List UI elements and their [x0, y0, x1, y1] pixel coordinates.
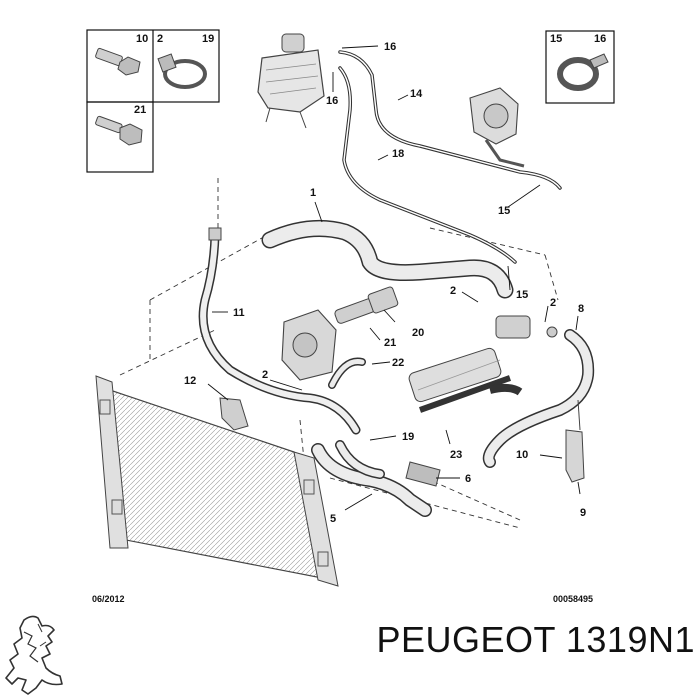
hose-11: [198, 227, 361, 435]
hose-5: [311, 440, 432, 517]
bracket-6: [405, 461, 441, 487]
callout-10: 10: [516, 449, 528, 461]
callout-5: 5: [330, 513, 336, 525]
bolt-icon: [95, 47, 141, 76]
callout-15: 15: [550, 33, 562, 45]
callout-16-top: 16: [384, 41, 396, 53]
spring-clamp-icon: [557, 53, 609, 91]
peugeot-lion-icon: [5, 615, 63, 695]
diagram-number: 00058495: [553, 594, 593, 604]
callout-16: 16: [594, 33, 606, 45]
radiator: [95, 375, 339, 587]
callout-15-upper: 15: [498, 205, 510, 217]
hose-8: [482, 329, 595, 468]
clamp-legend-box: 15 16: [545, 30, 615, 104]
part-number: 1319N1: [565, 619, 695, 660]
hose-1: [261, 219, 514, 299]
expansion-tank: [257, 33, 325, 129]
callout-19: 19: [402, 431, 414, 443]
callout-23: 23: [450, 449, 462, 461]
callout-20: 20: [412, 327, 424, 339]
diagram-date: 06/2012: [92, 594, 125, 604]
clamp-12: [219, 397, 249, 431]
callout-6: 6: [465, 473, 471, 485]
callout-10: 10: [136, 33, 148, 45]
callout-18: 18: [392, 148, 404, 160]
fastener-legend-box: 10 2 19 21: [86, 29, 220, 173]
callout-9: 9: [580, 507, 586, 519]
thermostat-housing: [469, 87, 525, 168]
callout-8: 8: [578, 303, 584, 315]
part-title: PEUGEOT 1319N1: [340, 610, 695, 670]
callout-labels: 16 16 14 18 1 15 15 2 2 8 20 21 22 11 2 …: [184, 41, 586, 525]
callout-19: 19: [202, 33, 214, 45]
callout-22: 22: [392, 357, 404, 369]
callout-16-tank: 16: [326, 95, 338, 107]
callout-2-c: 2: [262, 369, 268, 381]
brand-name: PEUGEOT: [376, 619, 556, 660]
callout-1: 1: [310, 187, 316, 199]
callout-2: 2: [157, 33, 163, 45]
callout-11: 11: [233, 307, 245, 319]
callout-14: 14: [410, 88, 423, 100]
callout-15-lower: 15: [516, 289, 528, 301]
water-pump: [281, 286, 399, 381]
callout-21: 21: [384, 337, 396, 349]
callout-21: 21: [134, 104, 146, 116]
sensor-9: [565, 399, 585, 483]
leader-lines: [207, 45, 581, 511]
hose-clamp-icon: [157, 53, 207, 89]
callout-2-a: 2: [450, 285, 456, 297]
callout-2-b: 2: [550, 297, 556, 309]
outlet-fitting: [495, 315, 558, 339]
flange-bolt-icon: [95, 115, 143, 146]
egr-cooler: [408, 347, 512, 413]
callout-12: 12: [184, 375, 196, 387]
